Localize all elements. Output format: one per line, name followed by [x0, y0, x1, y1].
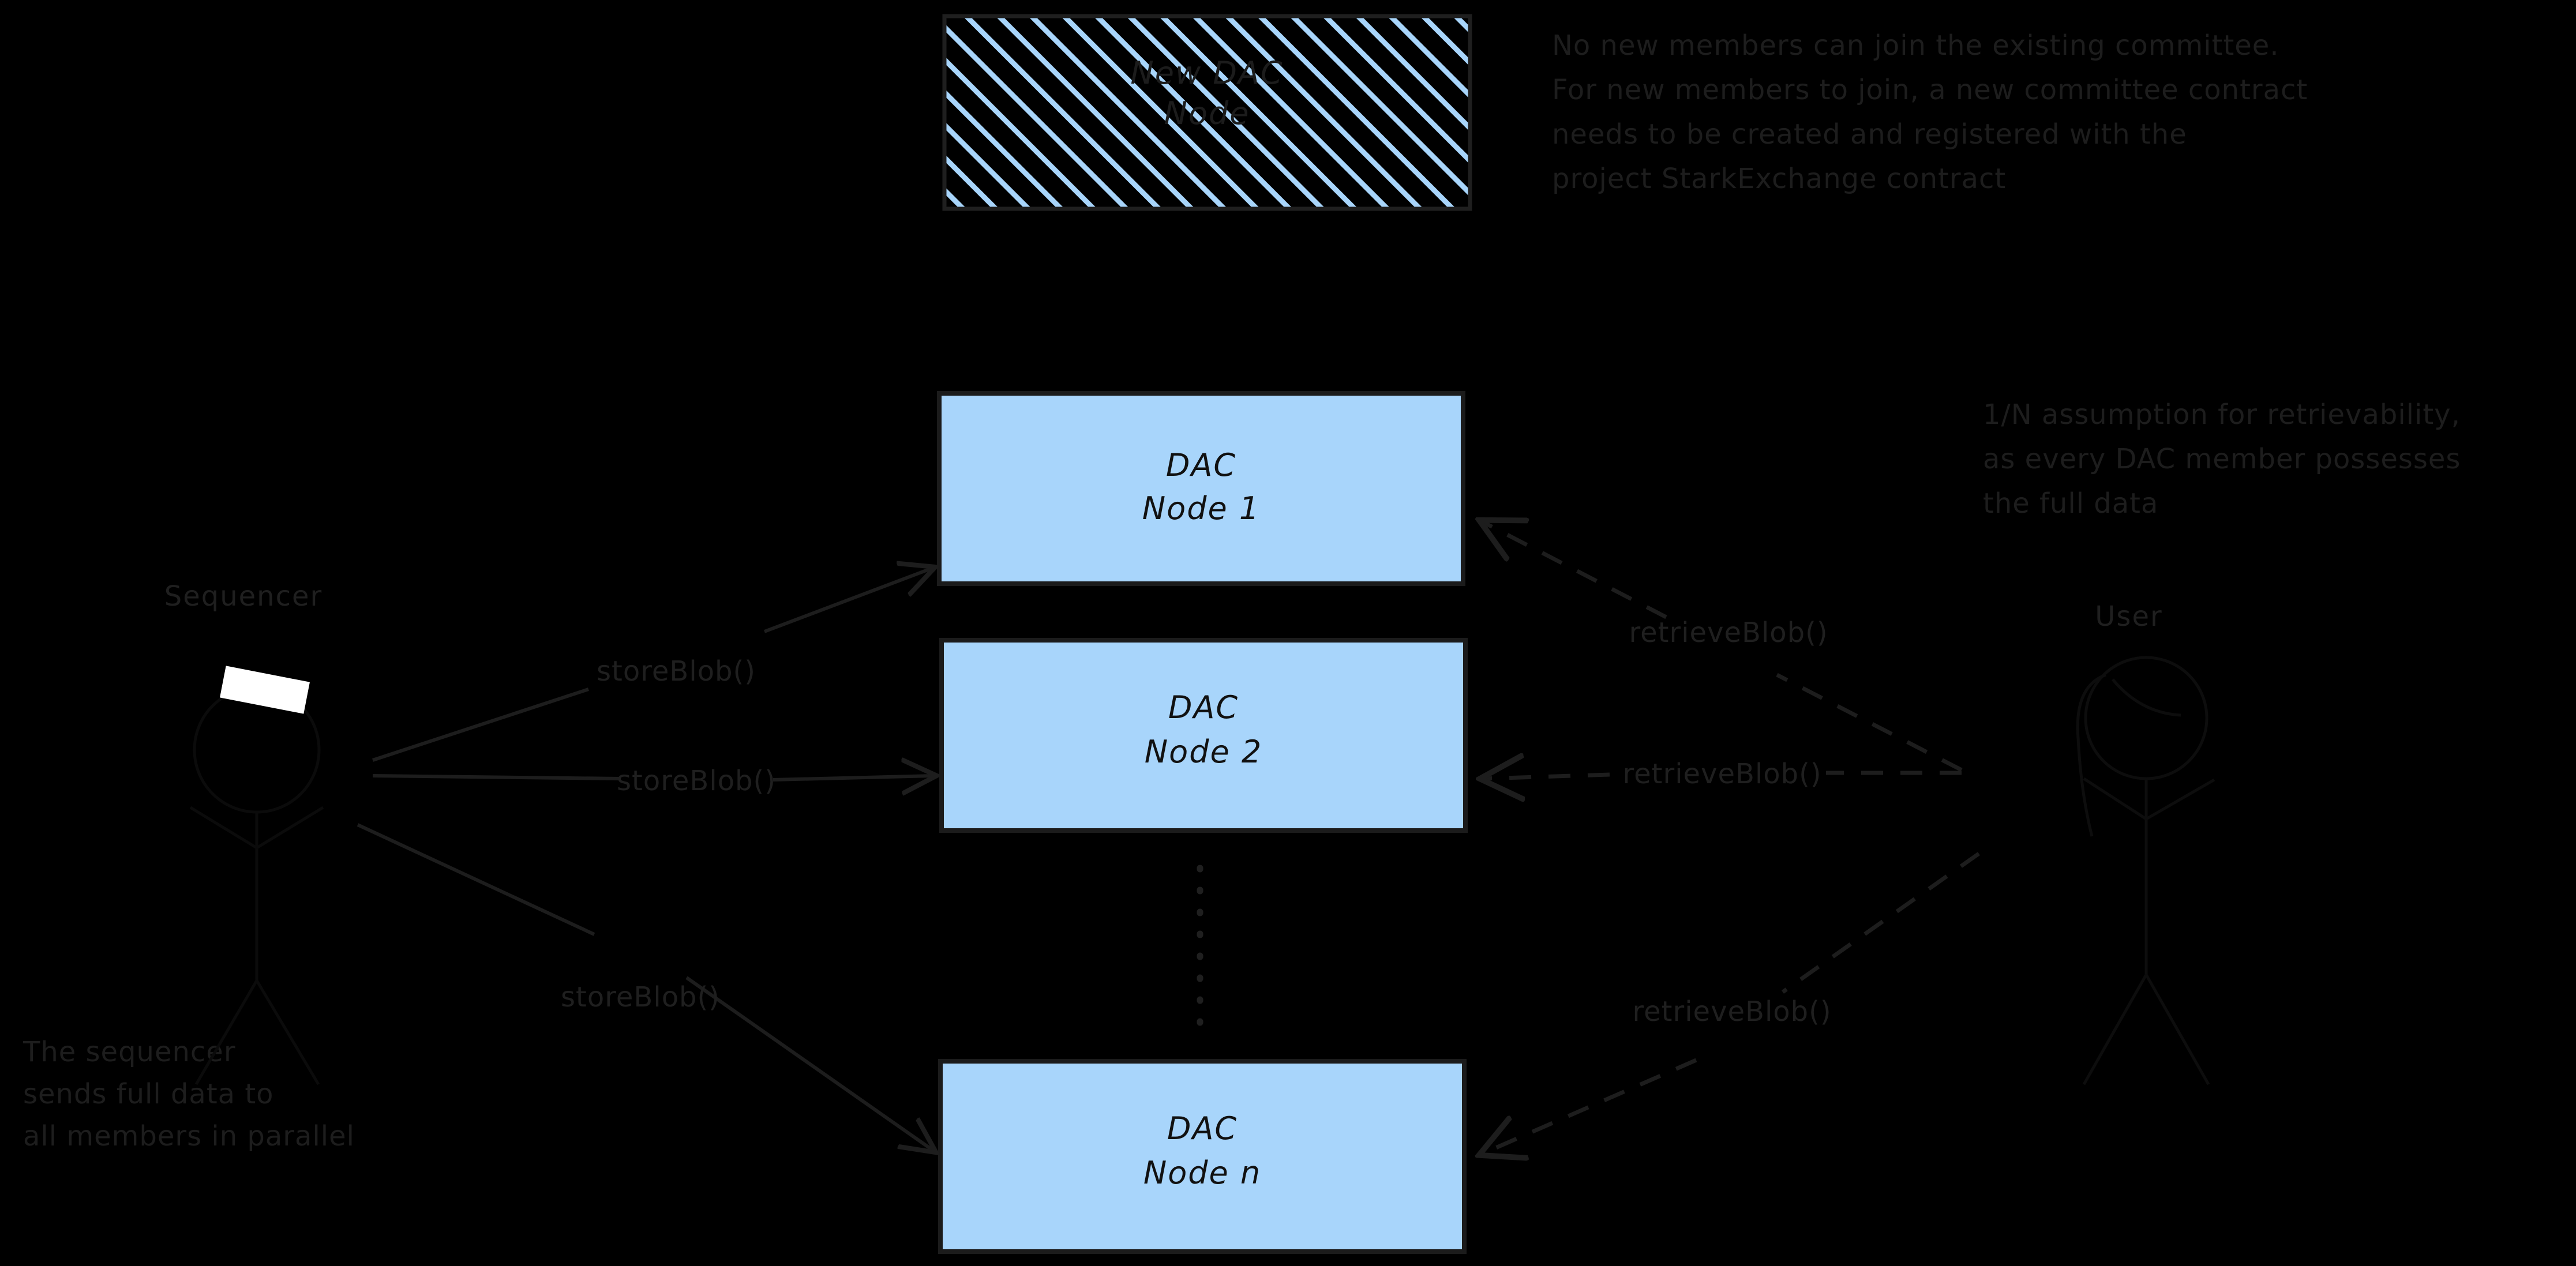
dac-node-1[interactable]: DAC Node 1	[937, 391, 1465, 586]
dac-node-n-label-line1: DAC	[1167, 1110, 1238, 1147]
retrieve-blob-edge-2-segment-b[interactable]	[1484, 775, 1610, 779]
note-retrievability: 1/N assumption for retrievability, as ev…	[1983, 399, 2461, 520]
dac-node-2-label-line1: DAC	[1168, 689, 1239, 726]
store-blob-edge-1-segment-b[interactable]	[763, 568, 932, 633]
dac-node-n-label-line2: Node n	[1143, 1155, 1261, 1191]
retrieve-blob-edge-1-segment-b[interactable]	[1483, 522, 1667, 619]
retrieve-blob-edge-n-segment-a[interactable]	[1781, 852, 1981, 994]
dac-node-1-box	[937, 391, 1465, 586]
note-sequencer-line-1: The sequencer	[23, 1036, 236, 1068]
sequencer-label: Sequencer	[164, 580, 323, 613]
dac-node-1-label-line1: DAC	[1166, 447, 1236, 483]
retrieve-blob-label-2: retrieveBlob()	[1622, 758, 1821, 790]
store-blob-edge-2-segment-b[interactable]	[773, 776, 933, 780]
note-committee-line-2: For new members to join, a new committee…	[1552, 74, 2308, 106]
user-label: User	[2095, 600, 2162, 633]
store-blob-label-1: storeBlob()	[597, 655, 756, 688]
retrieve-blob-label-n: retrieveBlob()	[1632, 995, 1831, 1028]
user-person-icon	[2076, 656, 2215, 1085]
store-blob-label-2: storeBlob()	[617, 765, 776, 797]
dac-node-2-label-line2: Node 2	[1145, 734, 1262, 770]
store-blob-edge-2-segment-a[interactable]	[372, 774, 621, 780]
note-sequencer-line-3: all members in parallel	[23, 1120, 355, 1152]
store-blob-label-n: storeBlob()	[561, 981, 720, 1013]
note-sequencer-parallel: The sequencer sends full data to all mem…	[23, 1036, 355, 1152]
new-dac-node-hatch-fill	[942, 14, 1472, 211]
store-blob-edge-n-segment-b[interactable]	[685, 976, 933, 1151]
new-dac-node-label-line2: Node	[1164, 95, 1250, 132]
sequencer-actor[interactable]: Sequencer	[164, 580, 324, 1085]
dac-node-n[interactable]: DAC Node n	[938, 1059, 1467, 1254]
new-dac-node-label-line1: New DAC	[1130, 55, 1283, 91]
store-blob-edge-n-segment-a[interactable]	[357, 823, 595, 936]
retrieve-blob-edge-1-segment-a[interactable]	[1776, 673, 1963, 772]
retrieve-blob-label-1: retrieveBlob()	[1629, 617, 1828, 649]
dac-node-n-box	[938, 1059, 1467, 1254]
dac-node-2-box	[939, 638, 1468, 833]
user-actor[interactable]: User	[2076, 600, 2215, 1085]
dac-node-2[interactable]: DAC Node 2	[939, 638, 1468, 833]
note-committee-line-3: needs to be created and registered with …	[1552, 118, 2187, 151]
note-retrievability-line-1: 1/N assumption for retrievability,	[1983, 399, 2461, 431]
retrieve-blob-edges	[1483, 522, 1981, 1154]
sequencer-data-card-icon	[220, 666, 310, 714]
note-committee-line-1: No new members can join the existing com…	[1552, 29, 2279, 62]
note-committee-line-4: project StarkExchange contract	[1552, 163, 2006, 195]
note-retrievability-line-3: the full data	[1983, 487, 2158, 520]
dac-node-1-label-line2: Node 1	[1142, 490, 1260, 527]
note-sequencer-line-2: sends full data to	[23, 1078, 274, 1110]
note-retrievability-line-2: as every DAC member possesses	[1983, 443, 2461, 475]
note-committee: No new members can join the existing com…	[1552, 29, 2308, 195]
store-blob-edge-1-segment-a[interactable]	[372, 688, 589, 762]
store-blob-edges	[357, 568, 933, 1151]
new-dac-node-box[interactable]: New DAC Node	[942, 14, 1472, 211]
